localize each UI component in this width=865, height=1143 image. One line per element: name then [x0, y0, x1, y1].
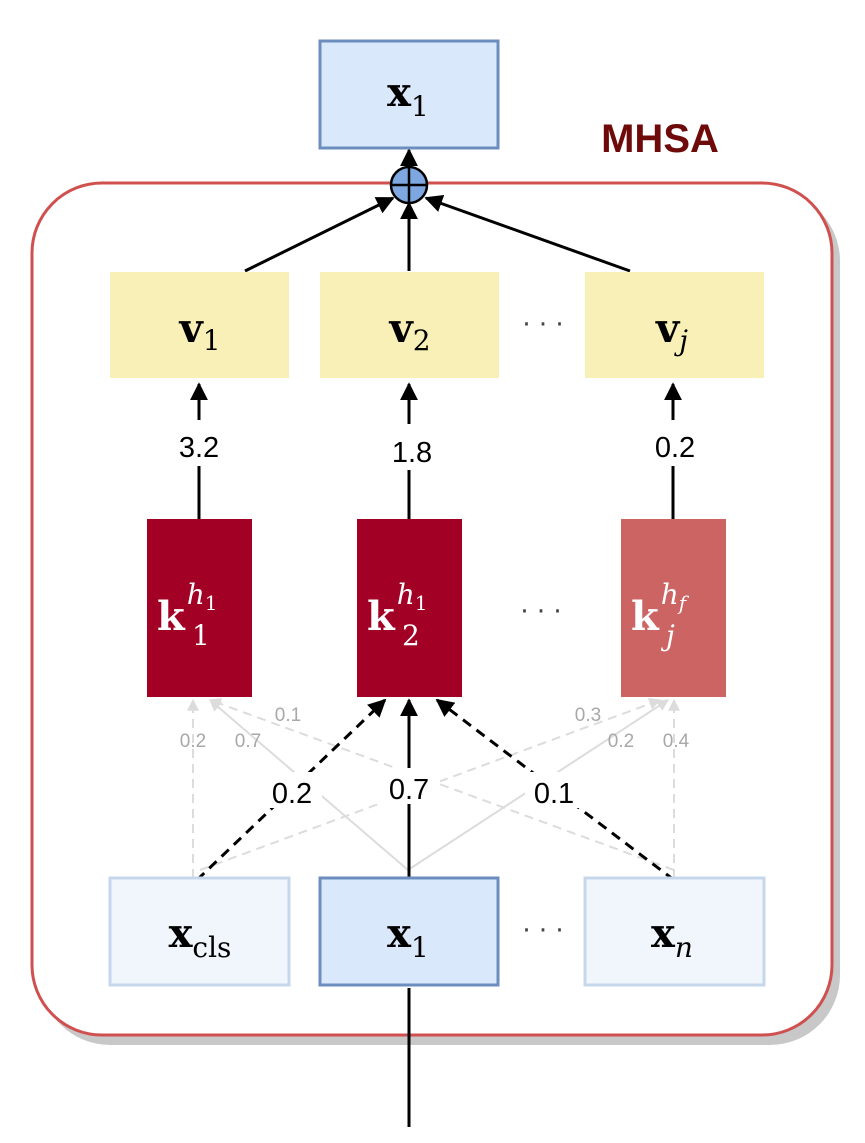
value-box-j: vj [585, 272, 764, 378]
svg-text:x1: x1 [387, 910, 429, 964]
output-box: x1 [318, 39, 500, 150]
weight-label-x1: 0.7 [380, 768, 440, 806]
svg-text:xcls: xcls [169, 910, 232, 964]
weight-label-xn: 0.1 [525, 772, 585, 810]
key-value-connection: 1.8 [392, 382, 432, 519]
key-value-connection: 3.2 [179, 382, 219, 519]
svg-text:2: 2 [402, 619, 420, 652]
faint-weight-label: 0.1 [275, 705, 301, 726]
attention-arrow-cls [195, 698, 387, 882]
value-box-2: v2 [320, 272, 499, 378]
keys-ellipsis: · · · [520, 597, 561, 627]
svg-text:vj: vj [655, 305, 688, 357]
svg-text:xn: xn [651, 910, 693, 964]
key-box-j: khf j [621, 519, 726, 697]
inputs-ellipsis: · · · [522, 916, 563, 946]
faint-weight-label: 0.4 [663, 731, 690, 752]
mhsa-title: MHSA [601, 117, 719, 161]
svg-text:kh1: kh1 [157, 578, 218, 640]
input-box-xn: xn [583, 876, 766, 987]
svg-text:kh1: kh1 [367, 578, 428, 640]
svg-text:3.2: 3.2 [179, 432, 219, 464]
sum-node [389, 165, 429, 205]
svg-text:x1: x1 [387, 69, 429, 123]
svg-text:0.7: 0.7 [389, 774, 429, 806]
svg-text:0.1: 0.1 [534, 778, 574, 810]
output-label: x [387, 69, 412, 116]
values-ellipsis: · · · [522, 310, 563, 340]
faint-weight-label: 0.7 [235, 731, 261, 752]
svg-text:0.2: 0.2 [655, 432, 695, 464]
key-value-connection: 0.2 [655, 382, 695, 519]
value-sum-arrow [244, 196, 395, 273]
value-sum-arrow [424, 194, 631, 273]
key-box-2: kh1 2 [357, 519, 462, 697]
value-box-1: v1 [110, 272, 289, 378]
faint-weight-label: 0.2 [608, 731, 634, 752]
faint-weight-label: 0.2 [180, 731, 206, 752]
faint-weight-label: 0.3 [575, 705, 601, 726]
weight-label-cls: 0.2 [262, 772, 322, 810]
output-sub: 1 [411, 90, 429, 123]
key-box-1: kh1 1 [147, 519, 252, 697]
input-box-cls: xcls [108, 876, 291, 987]
svg-text:v1: v1 [178, 305, 220, 357]
svg-text:v2: v2 [388, 305, 430, 357]
svg-text:0.2: 0.2 [272, 778, 312, 810]
svg-text:1: 1 [192, 619, 210, 652]
svg-text:1.8: 1.8 [392, 437, 432, 469]
input-box-x1: x1 [318, 876, 500, 987]
